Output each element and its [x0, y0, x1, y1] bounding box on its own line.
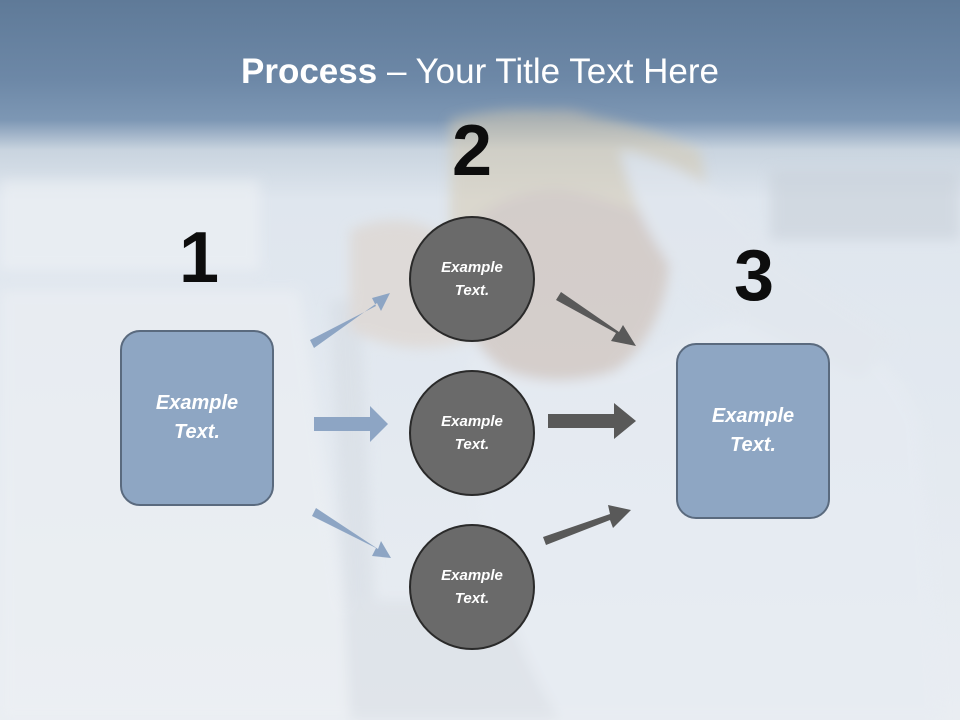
arrow-1-to-2c — [312, 508, 391, 558]
arrow-2a-to-3 — [556, 292, 636, 346]
step-3-box-label: Example Text. — [711, 405, 795, 456]
step-1-number: 1 — [178, 218, 220, 298]
step-1-box-label: Example Text. — [155, 392, 239, 443]
arrow-2b-to-3 — [548, 403, 636, 439]
step-2-circle-1-label: Example Text. — [441, 258, 503, 299]
slide-title: Process – Your Title Text Here — [0, 52, 960, 92]
step-2-circle-2[interactable]: Example Text. — [409, 370, 535, 496]
arrow-1-to-2a — [310, 293, 390, 348]
step-3-box[interactable]: Example Text. — [676, 343, 830, 519]
step-2-circle-3-label: Example Text. — [441, 566, 503, 607]
step-2-circle-2-label: Example Text. — [441, 412, 503, 453]
step-1-box[interactable]: Example Text. — [120, 330, 274, 506]
step-3-number: 3 — [733, 236, 775, 316]
arrow-2c-to-3 — [543, 505, 631, 545]
title-rest: – Your Title Text Here — [377, 52, 719, 91]
step-2-number: 2 — [451, 111, 493, 191]
step-2-circle-3[interactable]: Example Text. — [409, 524, 535, 650]
title-bold: Process — [241, 52, 378, 91]
step-2-circle-1[interactable]: Example Text. — [409, 216, 535, 342]
arrow-1-to-2b — [314, 406, 388, 442]
